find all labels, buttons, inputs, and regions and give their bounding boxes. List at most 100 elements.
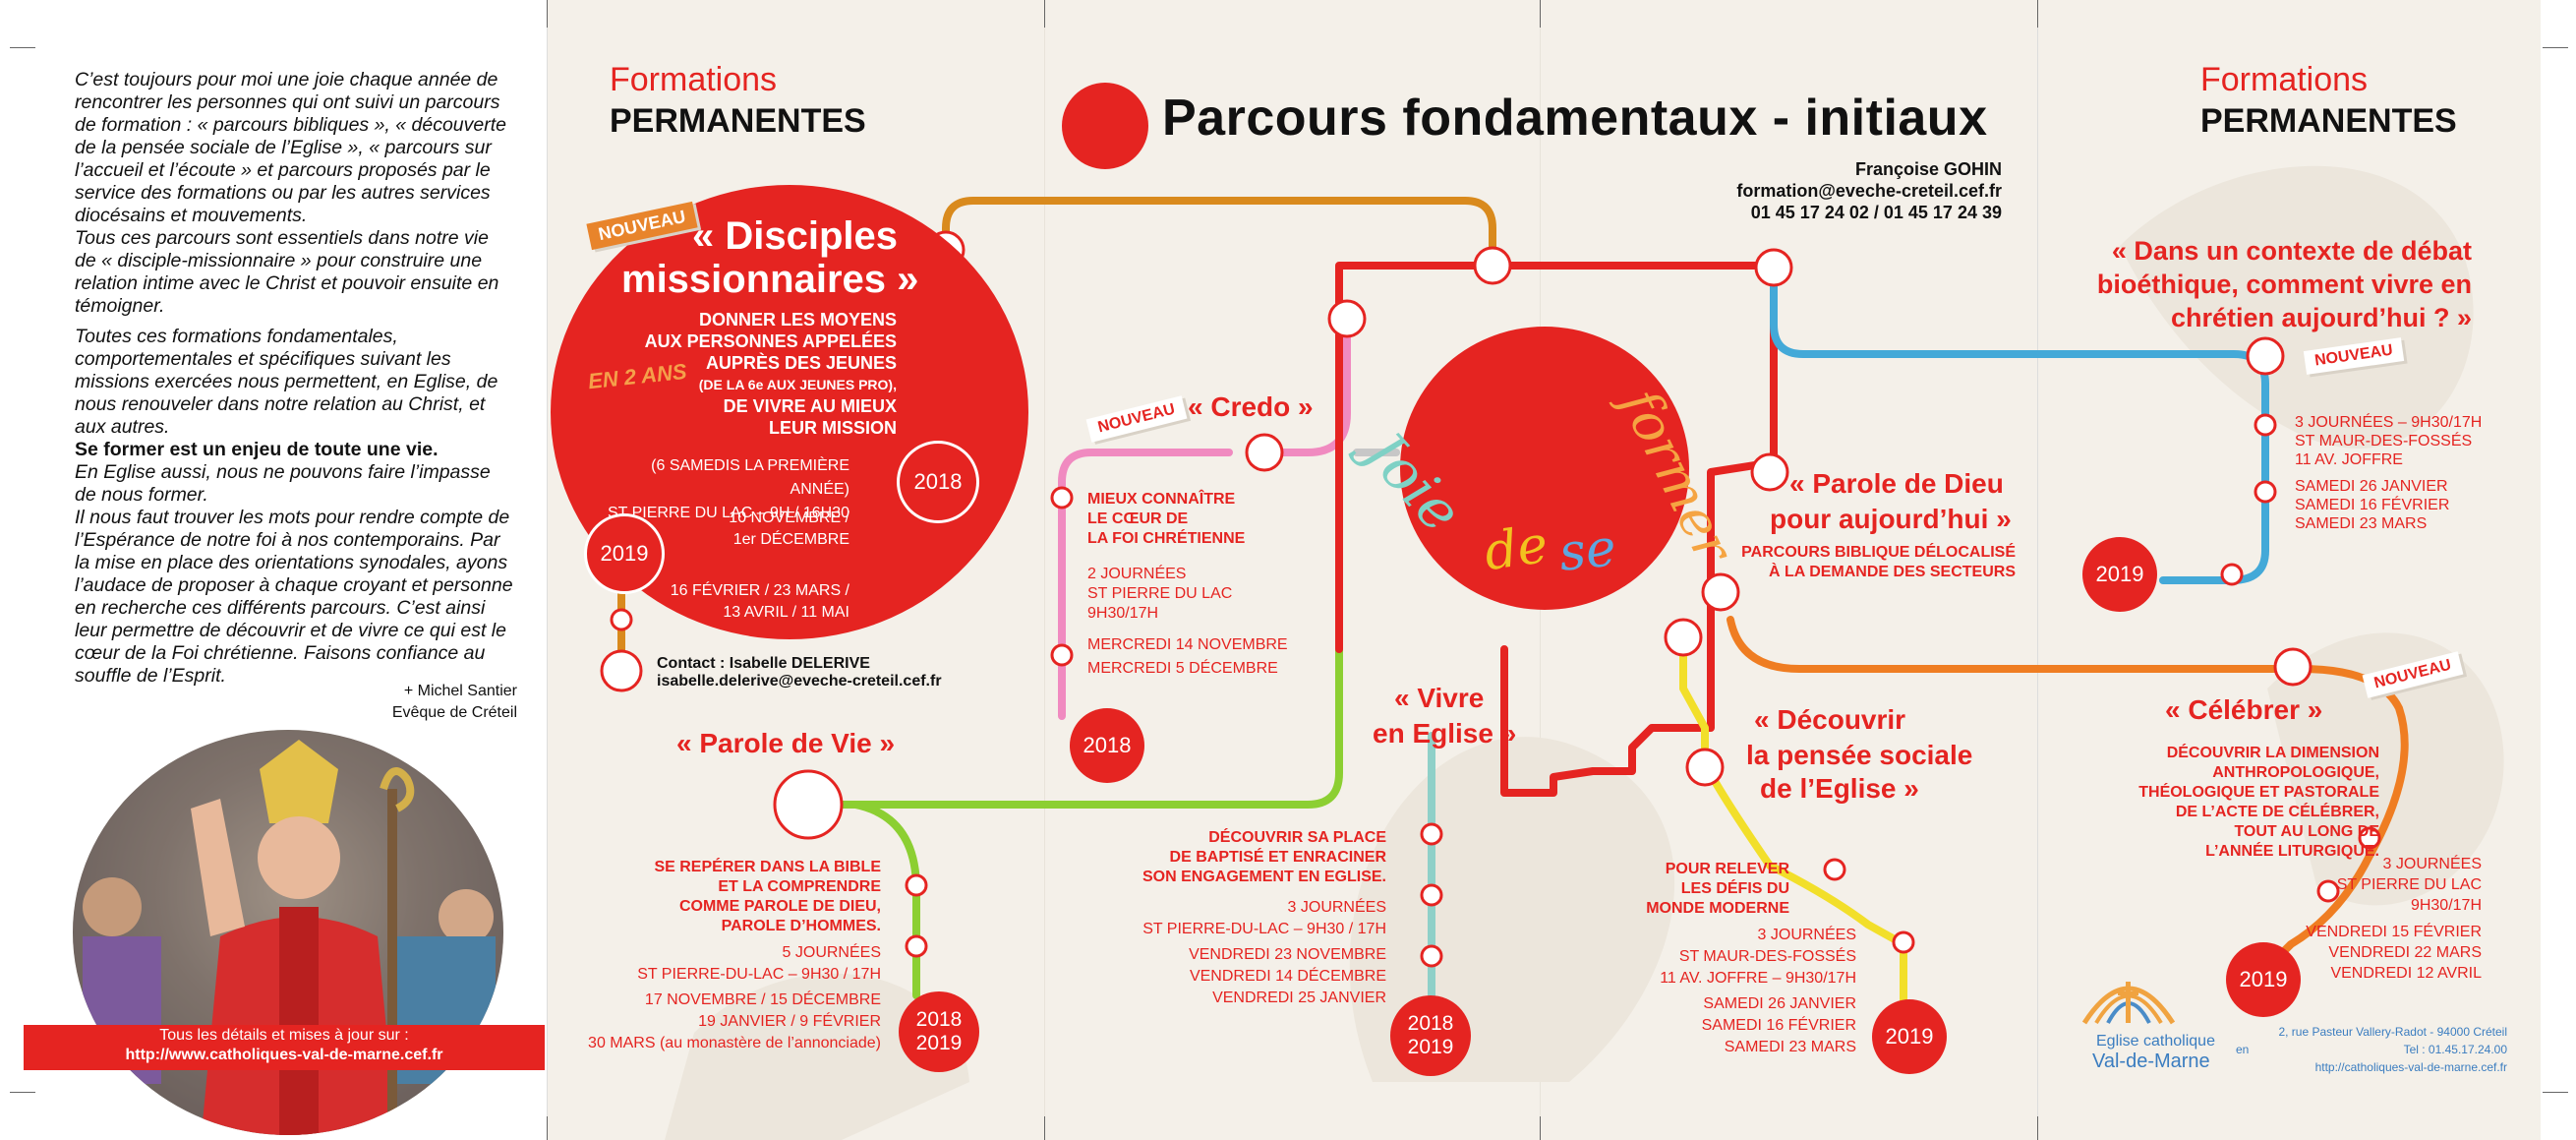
details-url-link[interactable]: http://www.catholiques-val-de-marne.cef.… [125, 1047, 443, 1063]
disciples-date: 16 FÉVRIER / 23 MARS / [670, 582, 849, 599]
joie-word: se [1556, 518, 1619, 583]
footer-url-link[interactable]: http://catholiques-val-de-marne.cef.fr [2314, 1060, 2507, 1074]
disciples-title-1: « Disciples [692, 214, 899, 258]
bioethique-title-line: chrétien aujourd’hui ? » [2170, 303, 2472, 332]
contact-phone: 01 45 17 24 02 / 01 45 17 24 39 [1750, 203, 2002, 222]
crop-mark [10, 47, 35, 48]
disciples-date: 13 AVRIL / 11 MAI [723, 604, 849, 621]
credo-description: MIEUX CONNAÎTRE LE CŒUR DE LA FOI CHRÉTI… [1087, 490, 1245, 549]
footer-address: 2, rue Pasteur Vallery-Radot - 94000 Cré… [2252, 1023, 2507, 1076]
intro-paragraph: Toutes ces formations fondamentales, com… [75, 326, 498, 438]
crop-mark [2037, 1116, 2038, 1140]
contact-name: Françoise GOHIN [1854, 159, 2002, 179]
vivre-info: 3 JOURNÉES ST PIERRE-DU-LAC – 9H30 / 17H… [1082, 897, 1386, 1009]
parole-vie-line: SE REPÉRER DANS LA BIBLE [654, 859, 881, 875]
intro-text: C’est toujours pour moi une joie chaque … [75, 69, 515, 688]
line-celebrer [1727, 616, 2409, 978]
parole-dieu-line: PARCOURS BIBLIQUE DÉLOCALISÉ [1741, 544, 2016, 561]
celebrer-info: 3 JOURNÉES ST PIERRE DU LAC 9H30/17H VEN… [2261, 854, 2482, 984]
crop-mark [10, 1092, 35, 1093]
credo-sessions: 2 JOURNÉES [1087, 566, 1187, 582]
header-formations: Formations [610, 61, 778, 98]
vivre-date: VENDREDI 25 JANVIER [1212, 990, 1386, 1006]
credo-location: ST PIERRE DU LAC [1087, 585, 1233, 602]
contact-email-link[interactable]: formation@eveche-creteil.cef.fr [1736, 181, 2002, 201]
year-badge-pensee: 2019 [1872, 999, 1947, 1074]
pensee-info: 3 JOURNÉES ST MAUR-DES-FOSSÉS 11 AV. JOF… [1593, 925, 1856, 1058]
pensee-line: POUR RELEVER [1665, 861, 1789, 877]
year-2018: 2018 [915, 1008, 963, 1031]
parole-vie-location: ST PIERRE-DU-LAC – 9H30 / 17H [637, 966, 881, 983]
credo-date: MERCREDI 14 NOVEMBRE [1087, 636, 1288, 653]
disciples-contact-name: Contact : Isabelle DELERIVE [657, 655, 870, 672]
bioethique-title-line: « Dans un contexte de débat [2111, 236, 2472, 266]
parole-dieu-line: À LA DEMANDE DES SECTEURS [1769, 564, 2016, 580]
year-badge-parole-vie: 2018 2019 [899, 991, 979, 1072]
parole-dieu-title-1: « Parole de Dieu [1789, 468, 2004, 499]
celebrer-line: THÉOLOGIQUE ET PASTORALE [2138, 784, 2379, 801]
vivre-location: ST PIERRE-DU-LAC – 9H30 / 17H [1142, 921, 1386, 937]
parole-vie-info: 5 JOURNÉES ST PIERRE-DU-LAC – 9H30 / 17H… [551, 942, 881, 1054]
disciples-text: DONNER LES MOYENS AUX PERSONNES APPELÉES… [629, 309, 897, 439]
line-disciples-top [942, 197, 1496, 268]
year-2018: 2018 [1407, 1012, 1454, 1035]
disciples-contact-email-link[interactable]: isabelle.delerive@eveche-creteil.cef.fr [657, 673, 942, 690]
parole-vie-sessions: 5 JOURNÉES [782, 944, 881, 961]
crop-mark [547, 1116, 548, 1140]
bioethique-date: SAMEDI 26 JANVIER [2295, 478, 2448, 495]
celebrer-line: L’ANNÉE LITURGIQUE. [2205, 843, 2379, 860]
vivre-description: DÉCOUVRIR SA PLACE DE BAPTISÉ ET ENRACIN… [1082, 828, 1386, 887]
bioethique-date: SAMEDI 16 FÉVRIER [2295, 497, 2450, 513]
panel-fold-line [1044, 0, 1045, 1140]
pensee-date: SAMEDI 23 MARS [1724, 1039, 1856, 1055]
footer-street: 2, rue Pasteur Vallery-Radot - 94000 Cré… [2278, 1025, 2507, 1039]
credo-info: 2 JOURNÉES ST PIERRE DU LAC 9H30/17H [1087, 565, 1232, 624]
year-badge-2018: 2018 [897, 441, 979, 523]
panel-fold-line [2037, 0, 2038, 1140]
details-banner [24, 1025, 545, 1070]
pensee-line: MONDE MODERNE [1646, 900, 1789, 917]
line-red-main [1335, 262, 1778, 797]
pensee-sessions: 3 JOURNÉES [1757, 927, 1856, 943]
pensee-location: ST MAUR-DES-FOSSÉS [1678, 948, 1856, 965]
celebrer-sessions: 3 JOURNÉES [2382, 856, 2482, 872]
footer-tel: Tel : 01.45.17.24.00 [2403, 1043, 2507, 1056]
bioethique-address: 11 AV. JOFFRE [2295, 451, 2403, 468]
parole-vie-line: COMME PAROLE DE DIEU, [678, 898, 881, 915]
details-label: Tous les détails et mises à jour sur : [159, 1027, 409, 1044]
bioethique-location: ST MAUR-DES-FOSSÉS [2295, 433, 2473, 450]
pensee-description: POUR RELEVER LES DÉFIS DU MONDE MODERNE [1612, 860, 1789, 919]
title-dot-icon [1062, 83, 1148, 169]
intro-paragraph: C’est toujours pour moi une joie chaque … [75, 69, 507, 226]
diocese-logo-icon [2081, 982, 2176, 1025]
vivre-line: DE BAPTISÉ ET ENRACINER [1169, 849, 1386, 866]
celebrer-date: VENDREDI 22 MARS [2328, 944, 2482, 961]
parole-vie-line: PAROLE D’HOMMES. [721, 918, 881, 934]
disciples-location: ST PIERRE DU LAC – 9H / 16H30 [607, 505, 849, 521]
celebrer-line: DÉCOUVRIR LA DIMENSION [2166, 745, 2379, 761]
intro-paragraph: En Eglise aussi, nous ne pouvons faire l… [75, 461, 491, 506]
disciples-date: 10 NOVEMBRE / [729, 510, 849, 526]
bioethique-title-line: bioéthique, comment vivre en [2096, 270, 2472, 299]
credo-line: LA FOI CHRÉTIENNE [1087, 530, 1246, 547]
celebrer-line: TOUT AU LONG DE [2234, 823, 2379, 840]
signature-title: Evêque de Créteil [391, 704, 517, 721]
vivre-date: VENDREDI 23 NOVEMBRE [1189, 946, 1386, 963]
disciples-session-info: (6 SAMEDIS LA PREMIÈRE ANNÉE) ST PIERRE … [594, 454, 849, 525]
vivre-line: SON ENGAGEMENT EN EGLISE. [1142, 869, 1386, 885]
crop-mark [2543, 47, 2568, 48]
year-2019: 2019 [1407, 1036, 1454, 1058]
bioethique-title: « Dans un contexte de débat bioéthique, … [2065, 234, 2472, 334]
disciples-line: DE VIVRE AU MIEUX [723, 396, 897, 416]
celebrer-line: DE L’ACTE DE CÉLÉBRER, [2175, 804, 2379, 820]
celebrer-hours: 9H30/17H [2410, 897, 2482, 914]
parole-vie-date: 30 MARS (au monastère de l’annonciade) [588, 1035, 881, 1051]
diocese-logo-text-1: Eglise catholique [2096, 1033, 2215, 1050]
parole-vie-description: SE REPÉRER DANS LA BIBLE ET LA COMPRENDR… [590, 858, 881, 936]
intro-highlight: Se former est un enjeu de toute une vie. [75, 439, 439, 460]
joie-circle [1400, 327, 1689, 610]
year-badge-2019: 2019 [584, 513, 665, 594]
year-badge-bioethique: 2019 [2082, 537, 2157, 612]
pensee-title-3: de l’Eglise » [1760, 773, 1919, 804]
disciples-title-2: missionnaires » [621, 258, 919, 301]
